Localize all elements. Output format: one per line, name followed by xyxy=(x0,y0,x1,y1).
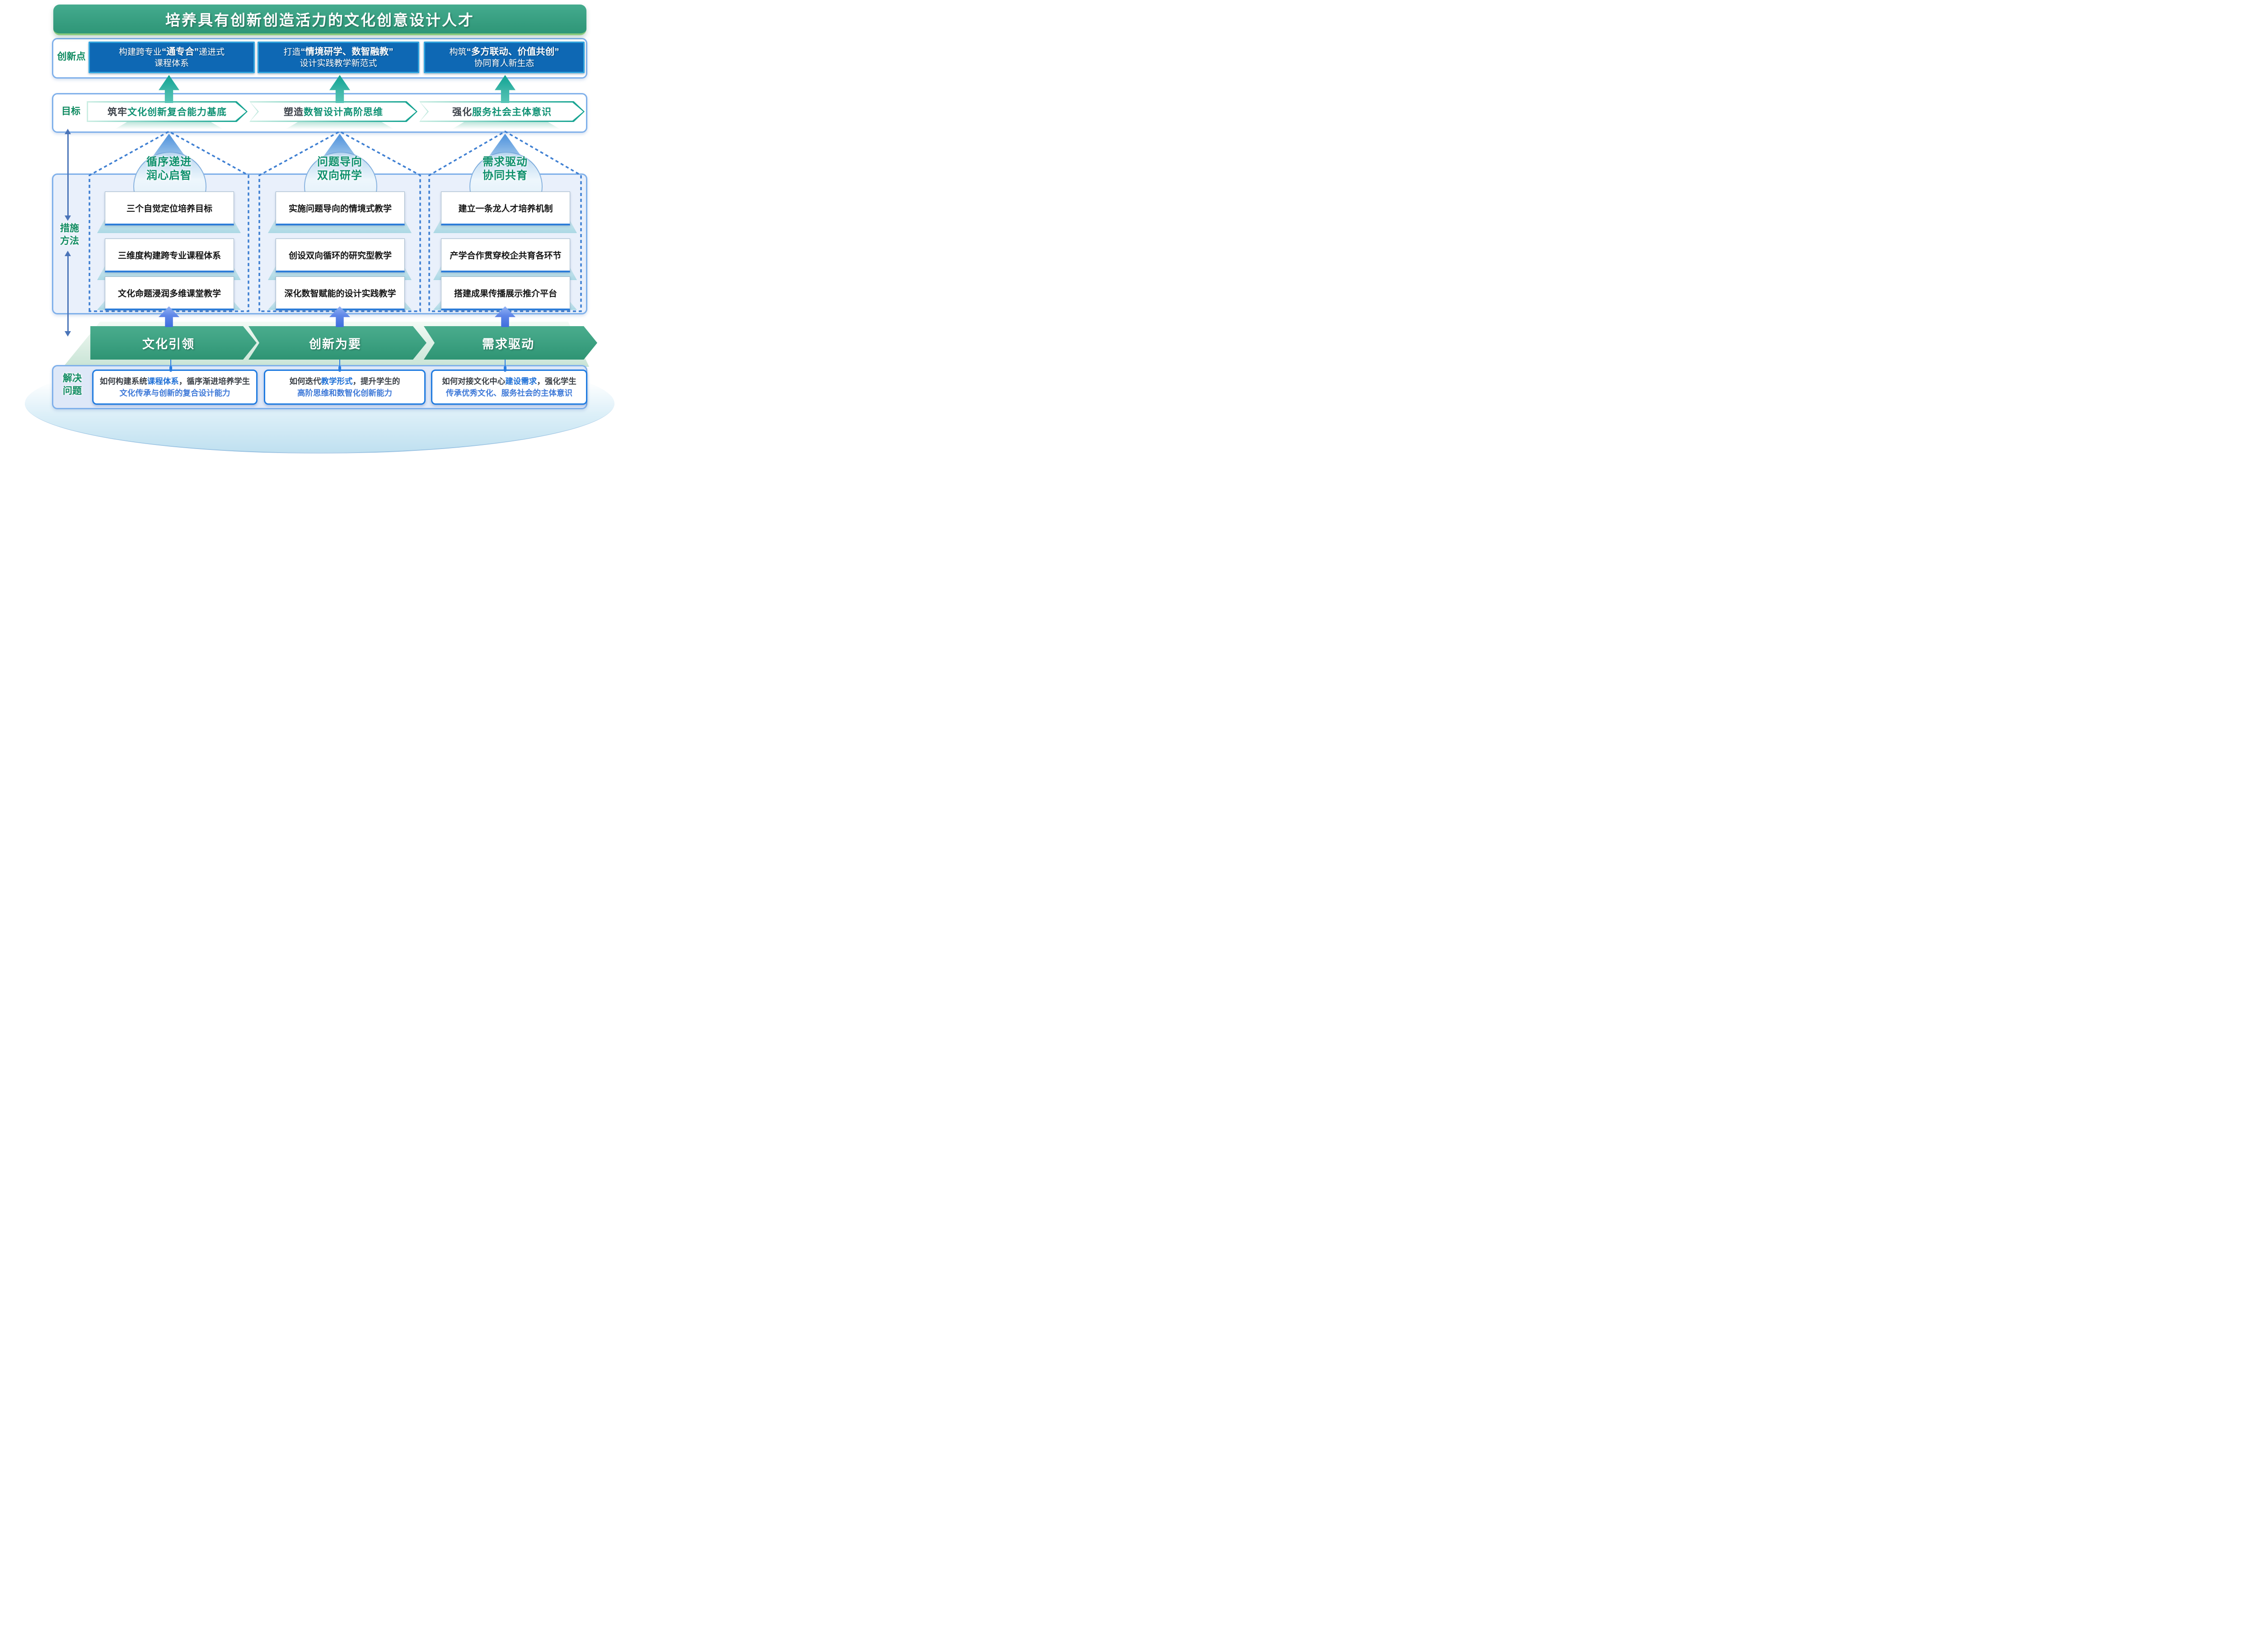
column-1-header-line2: 润心启智 xyxy=(146,169,192,182)
innovation-box-1-line2: 课程体系 xyxy=(154,59,189,68)
problem-2-text-a: 如何迭代 xyxy=(289,376,321,386)
goal-3-text: 服务社会主体意识 xyxy=(472,107,552,117)
goal-2-text: 数智设计高阶思维 xyxy=(304,107,383,117)
measure-item: 搭建成果传播展示推介平台 xyxy=(441,276,570,310)
innovation-box-3-bold: “多方联动、价值共创” xyxy=(466,46,559,57)
measures-label: 措施 方法 xyxy=(57,222,82,248)
measure-item: 三维度构建跨专业课程体系 xyxy=(105,239,234,272)
column-2-header-line1: 问题导向 xyxy=(317,156,362,168)
column-2-header-line2: 双向研学 xyxy=(317,169,362,182)
goal-reflection-decoration xyxy=(286,122,394,129)
goal-chevron-1: 筑牢文化创新复合能力基底 xyxy=(87,101,248,122)
goal-2-emphasis: 塑造 xyxy=(284,107,304,117)
column-3-header: 需求驱动 协同共育 xyxy=(455,155,555,183)
problem-1-keyword: 课程体系 xyxy=(147,376,179,386)
connector-dot xyxy=(338,366,341,372)
process-chevron-2: 创新为要 xyxy=(248,326,426,360)
column-2-header: 问题导向 双向研学 xyxy=(290,155,389,183)
innovation-box-3: 构筑“多方联动、价值共创” 协同育人新生态 xyxy=(424,42,585,73)
connector-line xyxy=(505,360,506,370)
goal-chevron-3: 强化服务社会主体意识 xyxy=(419,101,585,122)
connector-line xyxy=(339,360,340,370)
dashed-house-outline-2 xyxy=(258,131,421,312)
solve-label-line2: 问题 xyxy=(63,386,82,397)
column-1-header-line1: 循序递进 xyxy=(146,156,192,168)
innovation-box-3-line2: 协同育人新生态 xyxy=(474,59,534,68)
column-3-header-line1: 需求驱动 xyxy=(483,156,528,168)
problem-3-text-a: 如何对接文化中心 xyxy=(442,376,506,386)
double-arrow-icon xyxy=(65,129,71,221)
measure-item: 创设双向循环的研究型教学 xyxy=(276,239,405,272)
goal-1-text: 文化创新复合能力基底 xyxy=(127,107,227,117)
measures-label-line2: 方法 xyxy=(60,236,79,247)
innovation-box-2-pre: 打造 xyxy=(283,47,301,57)
innovation-box-1-pre: 构建跨专业 xyxy=(118,47,162,57)
problem-1-text-b: ，循序渐进培养学生 xyxy=(178,376,250,386)
column-1-header: 循序递进 润心启智 xyxy=(119,155,219,183)
problem-3-line2: 传承优秀文化、服务社会的主体意识 xyxy=(446,388,572,398)
innovation-label: 创新点 xyxy=(57,51,86,62)
process-chevron-3: 需求驱动 xyxy=(424,326,597,360)
connector-line xyxy=(170,360,171,370)
goal-label: 目标 xyxy=(61,106,80,117)
connector-dot xyxy=(504,366,506,372)
double-arrow-icon xyxy=(65,251,71,337)
problem-box-2: 如何迭代教学形式，提升学生的 高阶思维和数智化创新能力 xyxy=(264,370,426,405)
column-3-header-line2: 协同共育 xyxy=(483,169,528,182)
goal-reflection-decoration xyxy=(115,122,223,129)
measure-item: 实施问题导向的情境式教学 xyxy=(276,192,405,225)
problem-2-keyword: 教学形式 xyxy=(321,376,353,386)
problem-2-line2: 高阶思维和数智化创新能力 xyxy=(297,388,392,398)
goal-chevron-2: 塑造数智设计高阶思维 xyxy=(249,101,417,122)
problem-1-text-a: 如何构建系统 xyxy=(99,376,147,386)
goal-3-emphasis: 强化 xyxy=(452,107,472,117)
connector-dot xyxy=(169,366,172,372)
dashed-house-outline-3 xyxy=(428,130,582,312)
dashed-house-outline-1 xyxy=(89,131,249,312)
innovation-box-3-pre: 构筑 xyxy=(449,47,467,57)
problem-3-text-b: ，强化学生 xyxy=(537,376,576,386)
innovation-box-1-post: 递进式 xyxy=(199,47,225,57)
measure-item: 深化数智赋能的设计实践教学 xyxy=(276,276,405,310)
measures-label-line1: 措施 xyxy=(60,223,79,234)
process-chevron-1: 文化引领 xyxy=(90,326,257,360)
page-title: 培养具有创新创造活力的文化创意设计人才 xyxy=(165,12,474,28)
innovation-box-1-bold: “通专合” xyxy=(162,46,199,57)
problem-box-3: 如何对接文化中心建设需求，强化学生 传承优秀文化、服务社会的主体意识 xyxy=(431,370,587,405)
problem-box-1: 如何构建系统课程体系，循序渐进培养学生 文化传承与创新的复合设计能力 xyxy=(92,370,258,405)
innovation-box-2-line2: 设计实践教学新范式 xyxy=(300,59,377,68)
innovation-box-1: 构建跨专业“通专合”递进式 课程体系 xyxy=(89,42,255,73)
title-banner: 培养具有创新创造活力的文化创意设计人才 xyxy=(53,5,586,35)
solve-label-line1: 解决 xyxy=(63,373,82,384)
measure-item: 建立一条龙人才培养机制 xyxy=(441,192,570,225)
solve-label: 解决 问题 xyxy=(57,372,88,398)
measure-item: 三个自觉定位培养目标 xyxy=(105,192,234,225)
goal-reflection-decoration xyxy=(452,122,560,129)
measure-item: 产学合作贯穿校企共育各环节 xyxy=(441,239,570,272)
problem-3-keyword: 建设需求 xyxy=(505,376,537,386)
innovation-box-2-bold: “情境研学、数智融教” xyxy=(300,46,394,57)
goal-1-emphasis: 筑牢 xyxy=(108,107,127,117)
problem-2-text-b: ，提升学生的 xyxy=(352,376,400,386)
measure-item: 文化命题浸润多维课堂教学 xyxy=(105,276,234,310)
problem-1-line2: 文化传承与创新的复合设计能力 xyxy=(119,388,230,398)
innovation-box-2: 打造“情境研学、数智融教” 设计实践教学新范式 xyxy=(258,42,419,73)
